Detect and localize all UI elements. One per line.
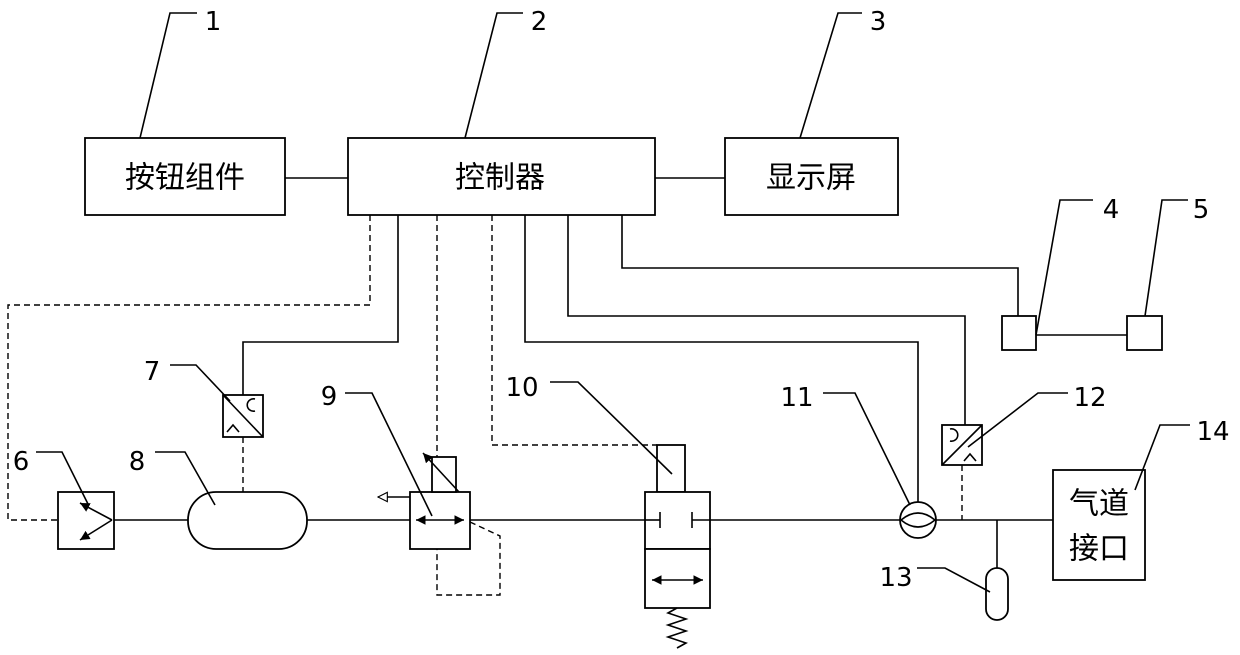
callout-7-leader (170, 365, 230, 401)
controller-to-pump-dashed-line (8, 215, 370, 520)
valve-10-return-spring (668, 608, 686, 648)
callout-4-number: 4 (1103, 195, 1120, 225)
valve-10-solenoid (657, 445, 685, 492)
valve-10-open-cell (645, 549, 710, 608)
callout-10-leader (550, 382, 672, 474)
callout-4-leader (1036, 200, 1093, 335)
airway-port-label-line-2: 接口 (1069, 532, 1129, 567)
airway-port-label-line-1: 气道 (1069, 487, 1129, 522)
component-4-box (1002, 316, 1036, 350)
callout-12-leader (968, 393, 1068, 447)
callout-8-number: 8 (129, 447, 146, 477)
controller-to-sensor-12-line (568, 215, 965, 425)
controller-to-valve-10-dashed-line (492, 215, 657, 445)
callout-10-number: 10 (505, 373, 538, 403)
callout-11-number: 11 (780, 383, 813, 413)
callout-7-number: 7 (144, 357, 161, 387)
callout-3-number: 3 (870, 7, 887, 37)
gas-tank-8 (188, 492, 307, 549)
callout-1-number: 1 (205, 7, 222, 37)
callout-2-leader (465, 13, 523, 138)
component-13-bulb (986, 568, 1008, 620)
display-screen-label: 显示屏 (766, 161, 856, 196)
valve-9-solenoid-coil (432, 457, 456, 492)
callout-3-leader (800, 13, 862, 138)
callout-13-leader (917, 568, 990, 592)
controller-to-flowmeter-line (525, 215, 918, 502)
callout-1-leader (140, 13, 197, 138)
callout-5-leader (1145, 200, 1188, 316)
callout-12-number: 12 (1073, 383, 1106, 413)
callout-6-number: 6 (13, 447, 30, 477)
callout-2-number: 2 (531, 7, 548, 37)
component-5-box (1127, 316, 1162, 350)
callout-13-number: 13 (879, 563, 912, 593)
callout-14-number: 14 (1196, 417, 1229, 447)
controller-to-component-4-line (622, 215, 1018, 316)
button-assembly-label: 按钮组件 (125, 161, 245, 196)
flowmeter-11-circle (900, 502, 936, 538)
callout-9-number: 9 (321, 382, 338, 412)
callout-11-leader (823, 393, 910, 505)
controller-label: 控制器 (455, 161, 545, 196)
callout-5-number: 5 (1193, 195, 1210, 225)
